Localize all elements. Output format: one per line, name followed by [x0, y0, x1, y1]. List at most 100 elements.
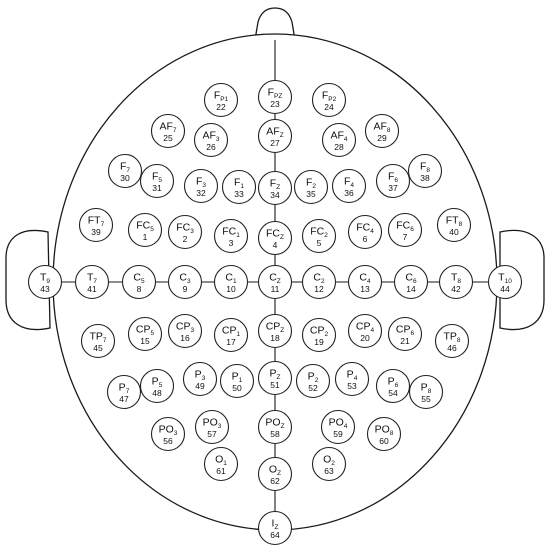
electrode-label-base: FC — [176, 222, 190, 234]
electrode-label-base: FC — [266, 228, 280, 240]
electrode-label-base: CP — [222, 325, 237, 337]
electrode-label-base: T — [451, 272, 458, 284]
electrode-label-base: P — [232, 371, 239, 383]
electrode-number: 47 — [119, 394, 129, 404]
electrode-label-subscript: 2 — [312, 183, 316, 190]
electrode-label-base: CP — [266, 321, 281, 333]
electrode-ring — [221, 169, 257, 205]
electrode-label: PO3 — [203, 417, 222, 431]
electrode-label-subscript: 3 — [216, 136, 220, 143]
electrode-ring — [347, 264, 383, 300]
electrode-number: 13 — [360, 284, 370, 294]
electrode-number: 51 — [270, 380, 280, 390]
electrode-number: 55 — [421, 394, 431, 404]
electrode-label-subscript: P1 — [220, 96, 228, 103]
electrode-label-base: F — [344, 176, 350, 188]
electrode-number: 57 — [207, 429, 217, 439]
electrode-label-subscript: 7 — [173, 127, 177, 134]
electrode-ring — [80, 323, 116, 359]
electrode-label: CP3 — [176, 321, 195, 335]
electrode-label-subscript: Z — [280, 327, 284, 334]
electrode-label-subscript: 7 — [126, 388, 130, 395]
electrode-label-base: C — [405, 272, 413, 284]
electrode-label-subscript: 3 — [174, 430, 178, 437]
electrode-label: C6 — [405, 272, 417, 286]
electrode-number: 5 — [317, 238, 322, 248]
electrode-number: 35 — [306, 189, 316, 199]
electrode-number: 27 — [270, 138, 280, 148]
electrode-label-subscript: 5 — [150, 330, 154, 337]
electrode-label: C3 — [179, 272, 191, 286]
electrode-label-base: T — [40, 272, 47, 284]
electrode-label: CP1 — [222, 325, 241, 339]
electrode-label: C1 — [225, 272, 237, 286]
electrode-ring — [257, 118, 293, 154]
electrode-label-base: P — [308, 371, 315, 383]
electrode-label-base: C — [225, 272, 233, 284]
electrode-number: 29 — [377, 133, 387, 143]
electrode-ring — [407, 153, 443, 189]
electrode-ring — [364, 113, 400, 149]
electrode-label-subscript: 8 — [459, 221, 463, 228]
electrode-label-subscript: 4 — [370, 228, 374, 235]
electrode-number: 33 — [234, 189, 244, 199]
electrode-ring — [438, 264, 474, 300]
electrode-label-subscript: 4 — [354, 375, 358, 382]
electrode-label-base: F — [270, 178, 276, 190]
electrode-label-base: FC — [310, 226, 324, 238]
electrode-label-subscript: 7 — [101, 221, 105, 228]
electrode-label: P6 — [388, 376, 399, 390]
electrode-label: PO3 — [159, 424, 178, 438]
electrode-label: P7 — [119, 382, 130, 396]
electrode-number: 42 — [451, 284, 461, 294]
electrode-label-subscript: 8 — [457, 278, 461, 285]
electrode-label: T8 — [451, 272, 461, 286]
electrode-label-subscript: 7 — [93, 278, 97, 285]
electrode-label: TP7 — [89, 331, 106, 345]
electrode-number: 7 — [403, 232, 408, 242]
electrode-label: CP2 — [310, 325, 329, 339]
electrode-label-subscript: 2 — [324, 232, 328, 239]
electrode-label-base: O — [215, 454, 223, 466]
electrode-label: CP6 — [396, 324, 415, 338]
electrode-ring — [320, 409, 356, 445]
electrode-label-subscript: 6 — [410, 226, 414, 233]
electrode-label-base: P — [270, 368, 277, 380]
electrode-label-subscript: Z — [274, 524, 278, 531]
electrode-number: 9 — [183, 284, 188, 294]
electrode-label: O1 — [215, 454, 227, 468]
electrode-label-subscript: 2 — [321, 278, 325, 285]
electrode-ring — [167, 214, 203, 250]
electrode-number: 40 — [449, 227, 459, 237]
electrode-number: 23 — [270, 99, 280, 109]
right-ear-outline — [499, 229, 545, 331]
electrode-ring — [257, 360, 293, 396]
electrode-label-base: F — [388, 171, 394, 183]
electrode-number: 6 — [363, 234, 368, 244]
electrode-label-base: P — [119, 382, 126, 394]
electrode-number: 61 — [216, 466, 226, 476]
electrode-ring — [203, 82, 239, 118]
electrode-c-5: C58 — [121, 264, 157, 300]
